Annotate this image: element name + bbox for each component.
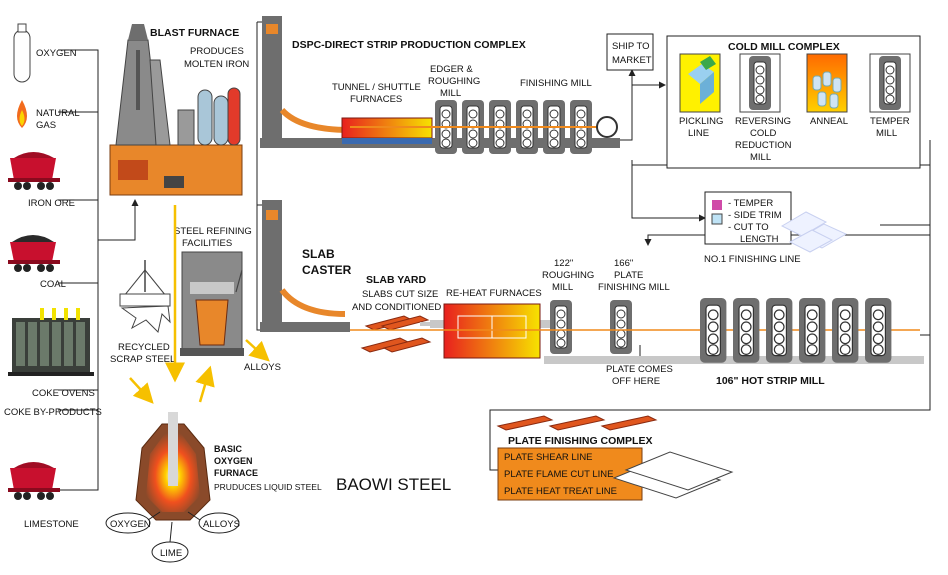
label-coke-byproducts: COKE BY-PRODUCTS [4, 407, 102, 418]
label-coke-ovens: COKE OVENS [32, 388, 95, 399]
limestone-railcar-icon [8, 462, 60, 500]
pickling-label: PICKLING LINE [679, 116, 726, 139]
slab-yard-title: SLAB YARD [366, 274, 427, 286]
plate-sheet-stack-icon [612, 451, 734, 499]
plate-finishing-lines: PLATE SHEAR LINE PLATE FLAME CUT LINE PL… [504, 452, 617, 497]
blast-furnace-desc: PRODUCES MOLTEN IRON [184, 46, 249, 70]
label-oxygen: OXYGEN [36, 48, 77, 59]
alloys-label: ALLOYS [244, 362, 281, 373]
tunnel-furnace-label: TUNNEL / SHUTTLE FURNACES [332, 82, 424, 105]
edger-label: EDGER & ROUGHING MILL [428, 64, 483, 99]
bof-desc: PRUDUCES LIQUID STEEL [214, 482, 322, 492]
anneal-icon [806, 53, 848, 113]
label-iron-ore: IRON ORE [28, 198, 75, 209]
bof-oxygen-bubble [105, 512, 151, 534]
slab-caster-title: SLAB CASTER [302, 247, 352, 277]
ship-to-market-label: SHIP TO MARKET [612, 41, 652, 66]
anneal-label: ANNEAL [810, 116, 848, 127]
label-coal: COAL [40, 279, 66, 290]
recycled-scrap-label: RECYCLED SCRAP STEEL [110, 342, 175, 365]
bof-title: BASIC OXYGEN FURNACE [214, 444, 258, 478]
tunnel-furnace-icon [341, 117, 433, 144]
flame-icon [17, 100, 27, 128]
no1-finishing-items: - TEMPER - SIDE TRIM - CUT TO LENGTH [728, 198, 784, 245]
coal-railcar-icon [8, 235, 60, 272]
slab-caster-icon [260, 200, 350, 332]
blast-furnace-title: BLAST FURNACE [150, 27, 239, 39]
lime-connector [169, 521, 173, 543]
bof-alloys-label: ALLOYS [203, 519, 240, 530]
reheat-label: RE-HEAT FURNACES [446, 288, 542, 299]
transfer-roll-table [420, 322, 430, 326]
oxygen-connector [147, 511, 161, 521]
plate-mill-stand [609, 299, 633, 355]
blast-furnace-icon [109, 24, 243, 196]
finishing-mill-label: FINISHING MILL [520, 78, 592, 89]
roughing-122-label: 122" ROUGHING MILL [542, 258, 597, 293]
bof-alloys-bubble [198, 512, 240, 534]
plate-finishing-title: PLATE FINISHING COMPLEX [508, 435, 652, 447]
pickling-line-icon [679, 53, 721, 113]
plate-166-label: 166" PLATE FINISHING MILL [598, 258, 670, 293]
coke-ovens-icon [8, 308, 94, 376]
dspc-mill-stands [350, 99, 618, 155]
temper-mill-label: TEMPER MILL [870, 116, 912, 139]
ship-to-market-box [606, 33, 654, 71]
ladle-icon [180, 251, 244, 356]
refining-arrow [235, 269, 243, 293]
alloys-connector [187, 511, 201, 521]
scrap-magnet-icon [119, 260, 171, 333]
label-natural-gas: NATURAL GAS [36, 108, 82, 131]
reversing-mill-icon [739, 53, 781, 113]
bof-lime-label: LIME [160, 548, 182, 559]
bof-furnace-icon [135, 412, 211, 521]
no1-finishing-label: NO.1 FINISHING LINE [704, 254, 801, 265]
plate-pieces-icon [496, 415, 658, 431]
reheat-furnace-icon [443, 303, 541, 359]
sheet-stack-icon [780, 211, 848, 253]
slab-yard-desc: SLABS CUT SIZE AND CONDITIONED [352, 289, 441, 313]
dspc-title: DSPC-DIRECT STRIP PRODUCTION COMPLEX [292, 39, 526, 51]
temper-mill-icon [869, 53, 911, 113]
cold-mill-title: COLD MILL COMPLEX [728, 41, 840, 53]
plate-finishing-box [497, 447, 643, 501]
temper-swatch [712, 200, 722, 210]
bof-oxygen-label: OXYGEN [110, 519, 151, 530]
label-limestone: LIMESTONE [24, 519, 79, 530]
steel-refining-label: STEEL REFINING FACILITIES [174, 226, 254, 249]
yellow-flow-arrows [129, 205, 270, 404]
slab-stack-icon [360, 315, 432, 353]
reversing-label: REVERSING COLD REDUCTION MILL [735, 116, 794, 163]
company-title: BAOWI STEEL [336, 475, 451, 494]
hot-strip-mill-title: 106" HOT STRIP MILL [716, 375, 825, 387]
trim-swatch [711, 213, 723, 225]
iron-ore-railcar-icon [8, 152, 60, 190]
roughing-mill-stand [549, 299, 573, 355]
plate-comes-off-label: PLATE COMES OFF HERE [606, 364, 676, 387]
oxygen-tank-icon [13, 23, 31, 83]
